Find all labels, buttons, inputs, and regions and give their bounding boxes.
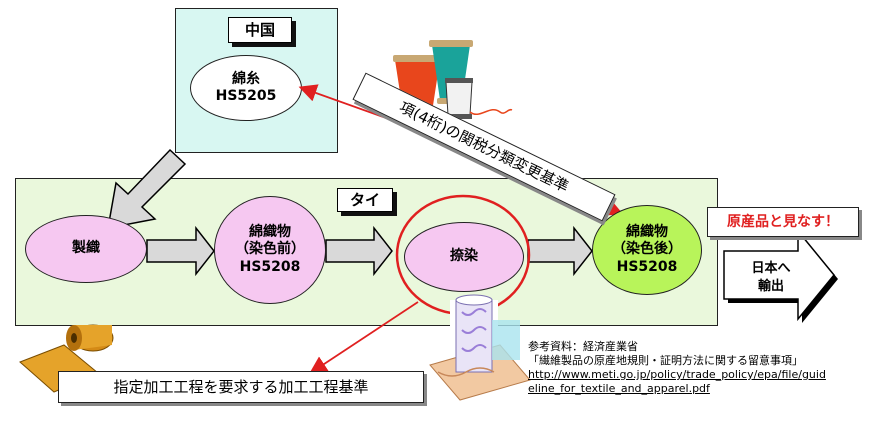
flow-arrow-3	[527, 225, 593, 277]
source-line-2: 「繊維製品の原産地規則・証明方法に関する留意事項」	[528, 354, 803, 367]
printing-node: 捺染	[404, 222, 524, 292]
source-line-1: 参考資料：経済産業省	[528, 340, 638, 353]
specified-process-rule-label: 指定加工工程を要求する加工工程基準	[58, 371, 424, 403]
fabric-after-qualifier: （染色後）	[612, 241, 682, 258]
cotton-yarn-hs-code: HS5205	[215, 88, 277, 104]
fabric-before-label: 綿織物	[249, 223, 291, 240]
flow-arrow-1	[146, 225, 215, 277]
process-rule-arrow	[308, 301, 419, 374]
export-to-japan-label: 日本へ 輸出	[736, 260, 806, 296]
thailand-label: タイ	[337, 188, 393, 212]
export-line-1: 日本へ	[751, 261, 791, 276]
source-reference: 参考資料：経済産業省 「繊維製品の原産地規則・証明方法に関する留意事項」 htt…	[528, 340, 826, 396]
flow-arrow-2	[325, 225, 393, 277]
cotton-yarn-label: 綿糸	[232, 70, 260, 87]
china-to-thailand-arrow	[107, 148, 187, 229]
deemed-origin-text: 原産品と見なす！	[727, 214, 839, 230]
source-link-line-1[interactable]: http://www.meti.go.jp/policy/trade_polic…	[528, 368, 826, 381]
fabric-after-hs-code: HS5208	[616, 258, 678, 275]
textile-printing-icon	[429, 294, 531, 401]
export-arrow	[723, 228, 838, 323]
weaving-label: 製織	[72, 240, 100, 257]
fabric-before-hs-code: HS5208	[239, 258, 301, 275]
fabric-before-dyeing-node: 綿織物 （染色前） HS5208	[214, 196, 326, 304]
weaving-node: 製織	[25, 215, 147, 283]
fabric-after-label: 綿織物	[626, 223, 668, 240]
fabric-after-dyeing-node: 綿織物 （染色後） HS5208	[592, 205, 702, 295]
fabric-before-qualifier: （染色前）	[235, 241, 305, 258]
source-link-line-2[interactable]: eline_for_textile_and_apparel.pdf	[528, 382, 710, 395]
china-label: 中国	[228, 17, 292, 43]
specified-process-rule-text: 指定加工工程を要求する加工工程基準	[113, 378, 369, 396]
export-line-2: 輸出	[757, 279, 784, 294]
deemed-origin-label: 原産品と見なす！	[707, 207, 859, 237]
printing-label: 捺染	[450, 248, 478, 265]
